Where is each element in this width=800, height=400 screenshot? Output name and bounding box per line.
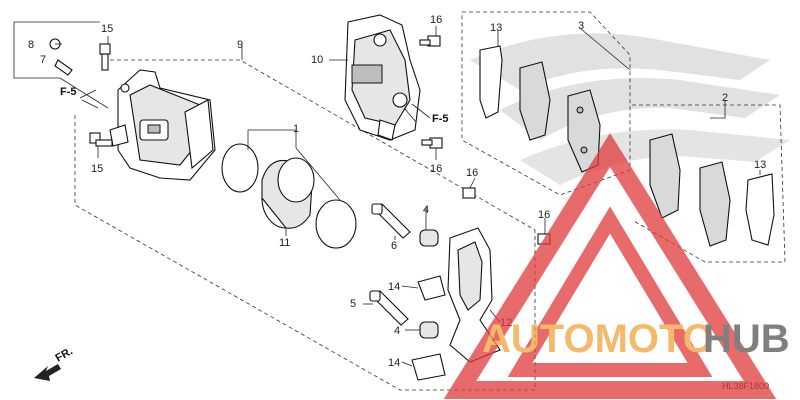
callout-16-a: 16 (430, 14, 442, 26)
watermark-triangle-outer (443, 133, 777, 399)
callout-15-upper: 15 (101, 23, 113, 35)
piston-set (221, 143, 357, 249)
automotohub-watermark: AUTOMOTO HUB (443, 133, 790, 399)
direction-label: FR. (54, 345, 75, 364)
callout-6: 6 (391, 240, 397, 252)
callout-14-upper: 14 (388, 281, 400, 293)
callout-1: 1 (293, 123, 299, 135)
pins-and-boots (369, 203, 439, 339)
callout-16-d: 16 (538, 209, 550, 221)
callout-5: 5 (350, 298, 356, 310)
callout-13-lower: 13 (754, 159, 766, 171)
watermark-triangle-inner (507, 206, 713, 377)
caliper-bracket (447, 227, 501, 363)
callout-7: 7 (40, 54, 46, 66)
callout-11: 11 (279, 237, 290, 249)
callout-9: 9 (237, 39, 243, 51)
front-direction-arrow: FR. (34, 345, 75, 381)
callout-4-lower: 4 (394, 325, 400, 337)
callout-8: 8 (28, 39, 34, 51)
pad-set-lower (649, 133, 775, 247)
caliper-body-left (109, 69, 216, 181)
caliper-body-right (344, 14, 421, 141)
callout-2: 2 (722, 92, 728, 104)
callout-4-upper: 4 (423, 204, 429, 216)
callout-13-upper: 13 (490, 22, 502, 34)
callout-10: 10 (311, 54, 323, 66)
section-ref-right-arrow (411, 103, 431, 119)
watermark-text-automoto: AUTOMOTO (482, 317, 714, 361)
section-ref-right: F-5 (432, 113, 449, 125)
section-ref-left-arrow (81, 99, 99, 109)
section-ref-left: F-5 (60, 86, 77, 98)
pad-springs (411, 275, 446, 381)
pad-set-upper (479, 45, 601, 173)
watermark-text-hub: HUB (703, 317, 790, 361)
callout-16-b: 16 (430, 163, 442, 175)
callout-3: 3 (578, 20, 584, 32)
callout-14-lower: 14 (388, 357, 400, 369)
leader-lines (55, 26, 761, 367)
callout-15-lower: 15 (91, 163, 103, 175)
callout-16-c: 16 (466, 167, 478, 179)
